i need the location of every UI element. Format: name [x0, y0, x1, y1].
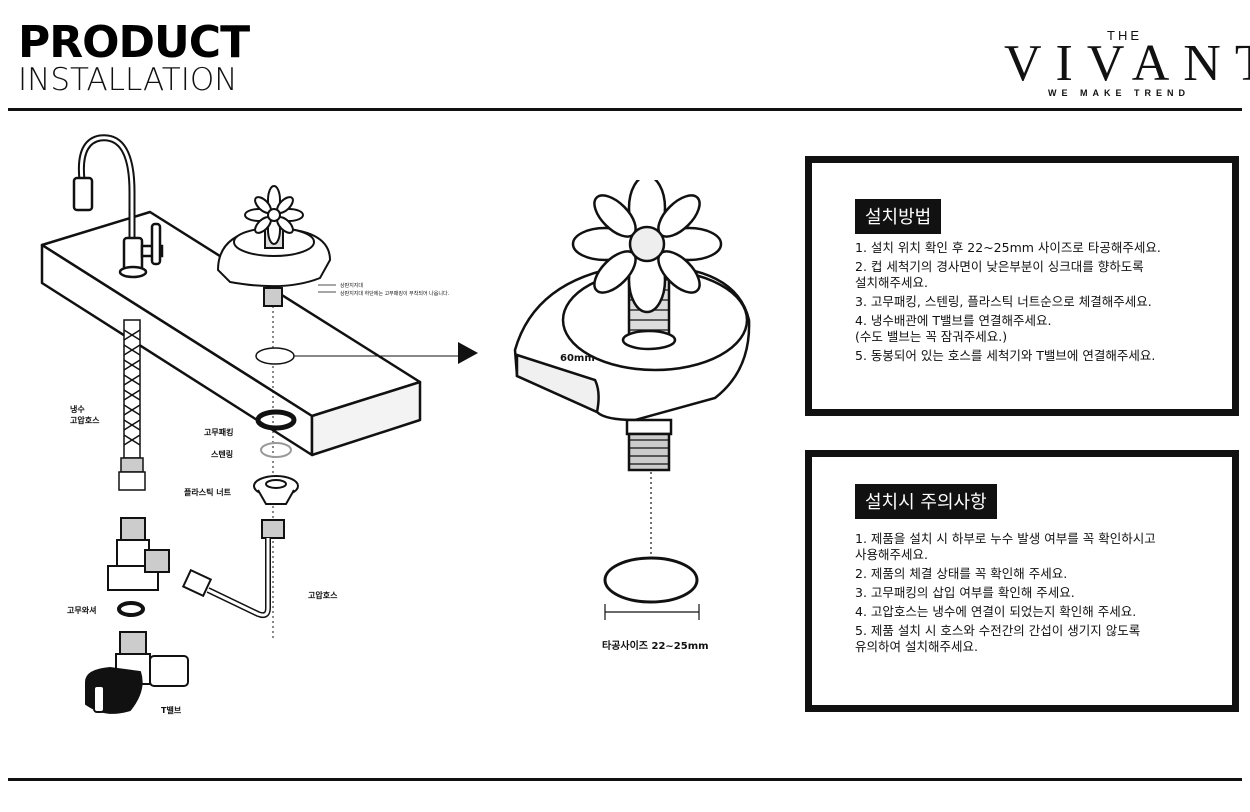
header-divider [8, 108, 1242, 111]
cup-washer-detail [513, 180, 751, 620]
label-high-pressure-hose: 고압호스 [308, 591, 338, 600]
install-method-panel: 설치방법 1. 설치 위치 확인 후 22~25mm 사이즈로 타공해주세요. … [805, 156, 1239, 416]
flower-nozzle-icon [571, 180, 723, 314]
hole-ring-icon [603, 556, 699, 604]
page-title: PRODUCT [18, 17, 250, 68]
install-method-title: 설치방법 [855, 199, 942, 234]
braided-hose-icon [118, 319, 146, 491]
label-hole-size: 타공사이즈 22~25mm [602, 641, 709, 652]
caution-list: 1. 제품을 설치 시 하부로 누수 발생 여부를 꼭 확인하시고 사용해주세요… [855, 531, 1235, 658]
rubber-packing-icon [255, 409, 297, 431]
label-cold-water-hose: 냉수 고압호스 [70, 405, 100, 425]
label-dimension-60mm: 60mm [560, 353, 595, 364]
list-item: 2. 컵 세척기의 경사면이 낮은부분이 싱크대를 향하도록 설치해주세요. [855, 259, 1144, 290]
faucet-icon [72, 134, 164, 279]
rubber-washer-icon [117, 601, 145, 617]
plastic-nut-icon [253, 475, 299, 505]
list-item: 3. 고무패킹, 스텐링, 플라스틱 너트순으로 체결해주세요. [855, 294, 1152, 309]
list-item: 4. 고압호스는 냉수에 연결이 되었는지 확인해 주세요. [855, 604, 1137, 619]
label-t-valve: T밸브 [161, 706, 182, 715]
brand-the: THE [1107, 28, 1142, 43]
t-connector-icon [107, 517, 170, 591]
label-rubber-packing: 고무패킹 [204, 428, 234, 437]
caution-panel: 설치시 주의사항 1. 제품을 설치 시 하부로 누수 발생 여부를 꼭 확인하… [805, 450, 1239, 712]
install-method-list: 1. 설치 위치 확인 후 22~25mm 사이즈로 타공해주세요. 2. 컵 … [855, 240, 1235, 367]
arrow-right-icon [458, 342, 478, 364]
label-upper-support-note: 상판지지대 하단에는 고무패킹이 부착되어 나옵니다. [340, 291, 450, 297]
label-plastic-nut: 플라스틱 너트 [184, 488, 231, 497]
label-upper-support: 상판지지대 [340, 283, 364, 289]
list-item: 5. 동봉되어 있는 호스를 세척기와 T밸브에 연결해주세요. [855, 348, 1156, 363]
list-item: 3. 고무패킹의 삽입 여부를 확인해 주세요. [855, 585, 1075, 600]
installation-diagram [40, 134, 478, 714]
list-item: 1. 설치 위치 확인 후 22~25mm 사이즈로 타공해주세요. [855, 240, 1161, 255]
list-item: 4. 냉수배관에 T밸브를 연결해주세요. (수도 밸브는 꼭 잠궈주세요.) [855, 313, 1052, 344]
stelling-icon [260, 442, 292, 458]
cup-washer-small-icon [216, 185, 332, 307]
brand-tagline: WE MAKE TREND [1048, 88, 1190, 98]
list-item: 1. 제품을 설치 시 하부로 누수 발생 여부를 꼭 확인하시고 사용해주세요… [855, 531, 1156, 562]
drill-hole [255, 347, 295, 365]
footer-divider [8, 778, 1242, 781]
t-valve-icon [85, 631, 189, 714]
high-pressure-hose-icon [181, 519, 285, 619]
list-item: 2. 제품의 체결 상태를 꼭 확인해 주세요. [855, 566, 1068, 581]
list-item: 5. 제품 설치 시 호스와 수전간의 간섭이 생기지 않도록 유의하여 설치해… [855, 623, 1141, 654]
caution-title: 설치시 주의사항 [855, 484, 997, 519]
label-rubber-washer: 고무와셔 [67, 606, 97, 615]
brand-logo: VIVANT [1004, 35, 1250, 92]
page-subtitle: INSTALLATION [18, 62, 238, 98]
label-stelling: 스텐링 [211, 450, 234, 459]
